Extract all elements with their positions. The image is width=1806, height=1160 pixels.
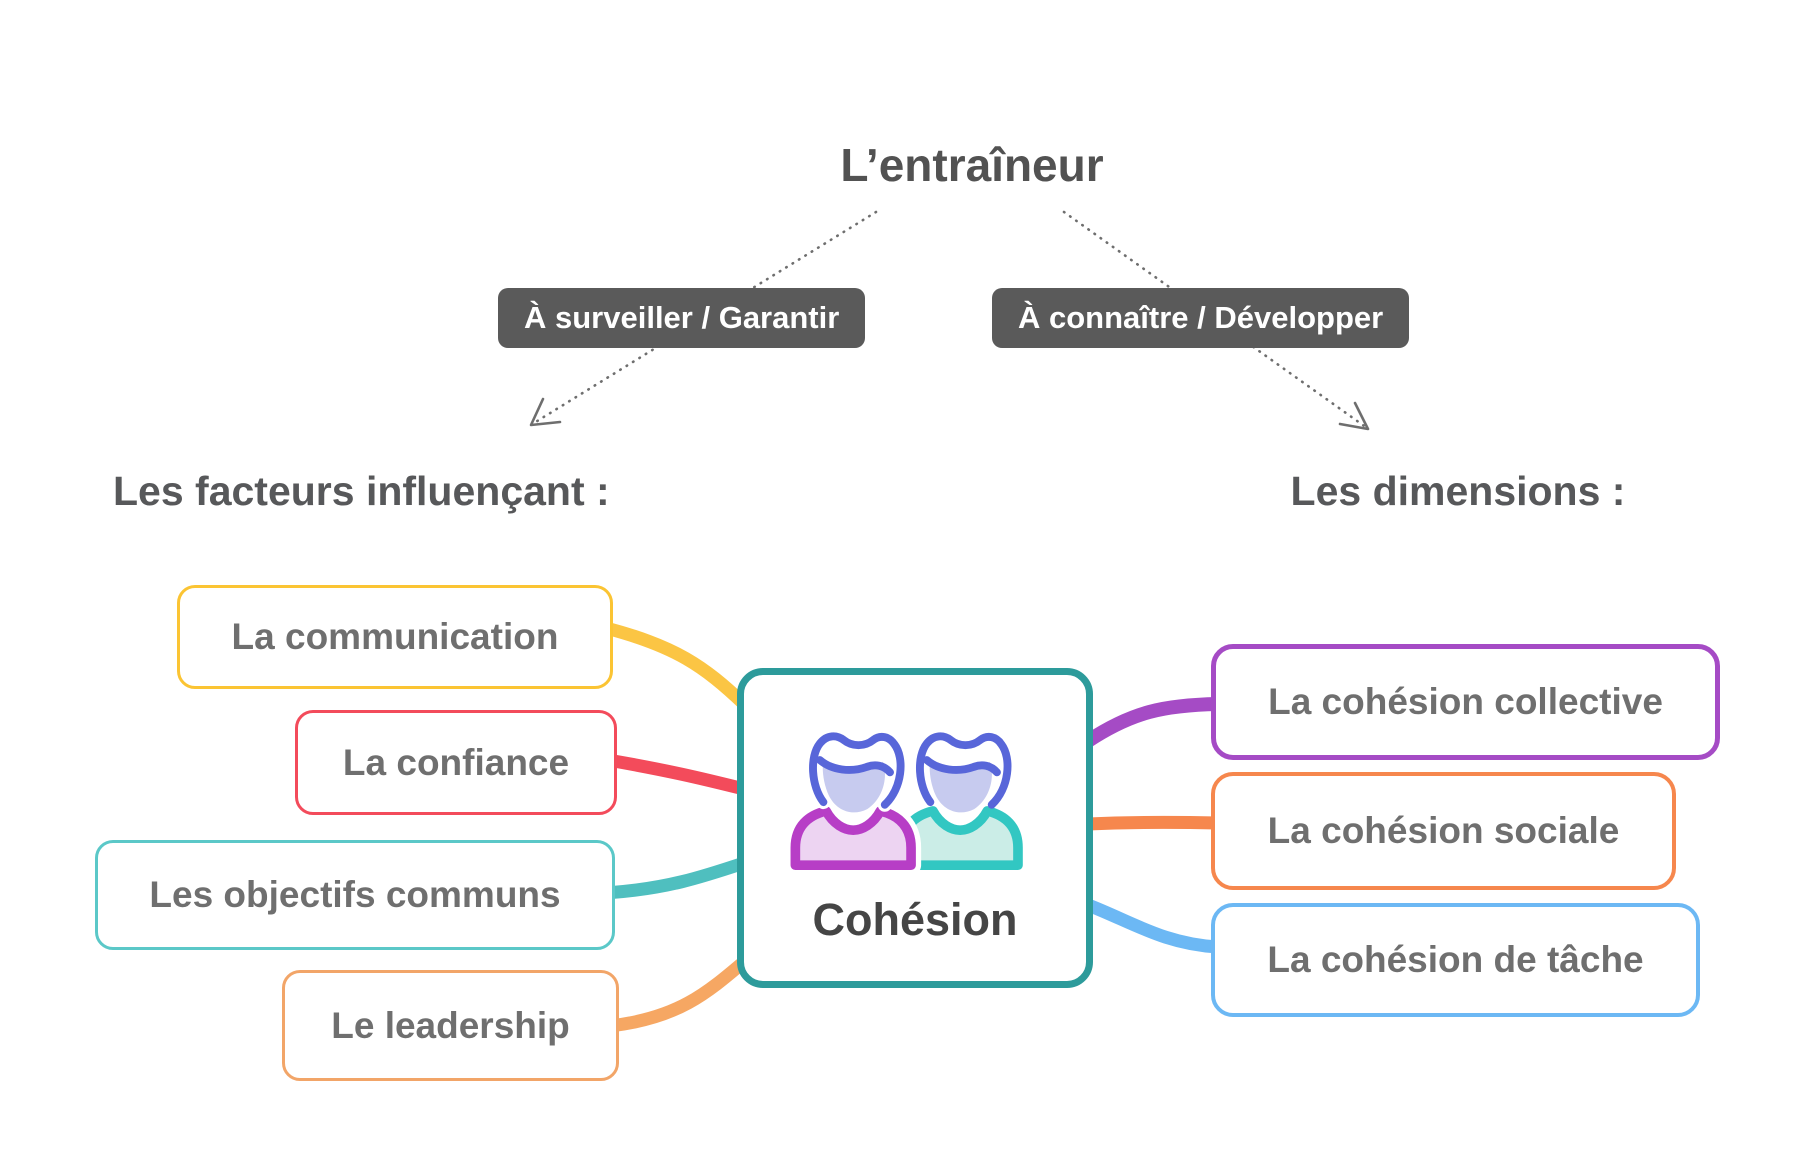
badge-surveiller-garantir: À surveiller / Garantir bbox=[498, 288, 866, 348]
heading-dimensions: Les dimensions : bbox=[1290, 468, 1626, 514]
node-cohesion-tache: La cohésion de tâche bbox=[1211, 903, 1700, 1017]
center-node-label: Cohésion bbox=[812, 894, 1018, 945]
node-label: La communication bbox=[231, 616, 559, 657]
node-label: La cohésion collective bbox=[1268, 681, 1663, 722]
dotted-line-left bbox=[532, 210, 878, 425]
heading-facteurs: Les facteurs influençant : bbox=[113, 468, 610, 514]
node-communication: La communication bbox=[177, 585, 613, 689]
node-leadership: Le leadership bbox=[282, 970, 619, 1081]
node-cohesion-collective: La cohésion collective bbox=[1211, 644, 1720, 760]
center-node-cohesion: Cohésion bbox=[737, 668, 1093, 988]
node-label: La cohésion sociale bbox=[1267, 810, 1620, 851]
curve-tache bbox=[1081, 898, 1225, 954]
node-label: Les objectifs communs bbox=[149, 874, 561, 915]
node-label: La confiance bbox=[342, 741, 570, 783]
two-people-icon bbox=[790, 729, 1023, 874]
arrowhead-right-icon bbox=[1338, 401, 1370, 431]
node-confiance: La confiance bbox=[295, 710, 617, 815]
curve-confiance bbox=[601, 753, 751, 796]
node-cohesion-sociale: La cohésion sociale bbox=[1211, 772, 1676, 890]
node-label: Le leadership bbox=[331, 1004, 570, 1046]
node-label: La cohésion de tâche bbox=[1267, 939, 1644, 980]
person-right bbox=[897, 732, 1023, 871]
arrowhead-left-icon bbox=[529, 397, 562, 427]
page-title: L’entraîneur bbox=[840, 139, 1104, 191]
curve-collective bbox=[1081, 697, 1225, 748]
node-objectifs-communs: Les objectifs communs bbox=[95, 840, 615, 950]
curve-sociale bbox=[1081, 815, 1225, 831]
person-left bbox=[790, 729, 922, 874]
curve-leadership bbox=[603, 953, 753, 1033]
curve-communication bbox=[599, 621, 751, 711]
badge-connaitre-developper: À connaître / Développer bbox=[992, 288, 1410, 348]
curve-objectifs bbox=[599, 856, 751, 900]
